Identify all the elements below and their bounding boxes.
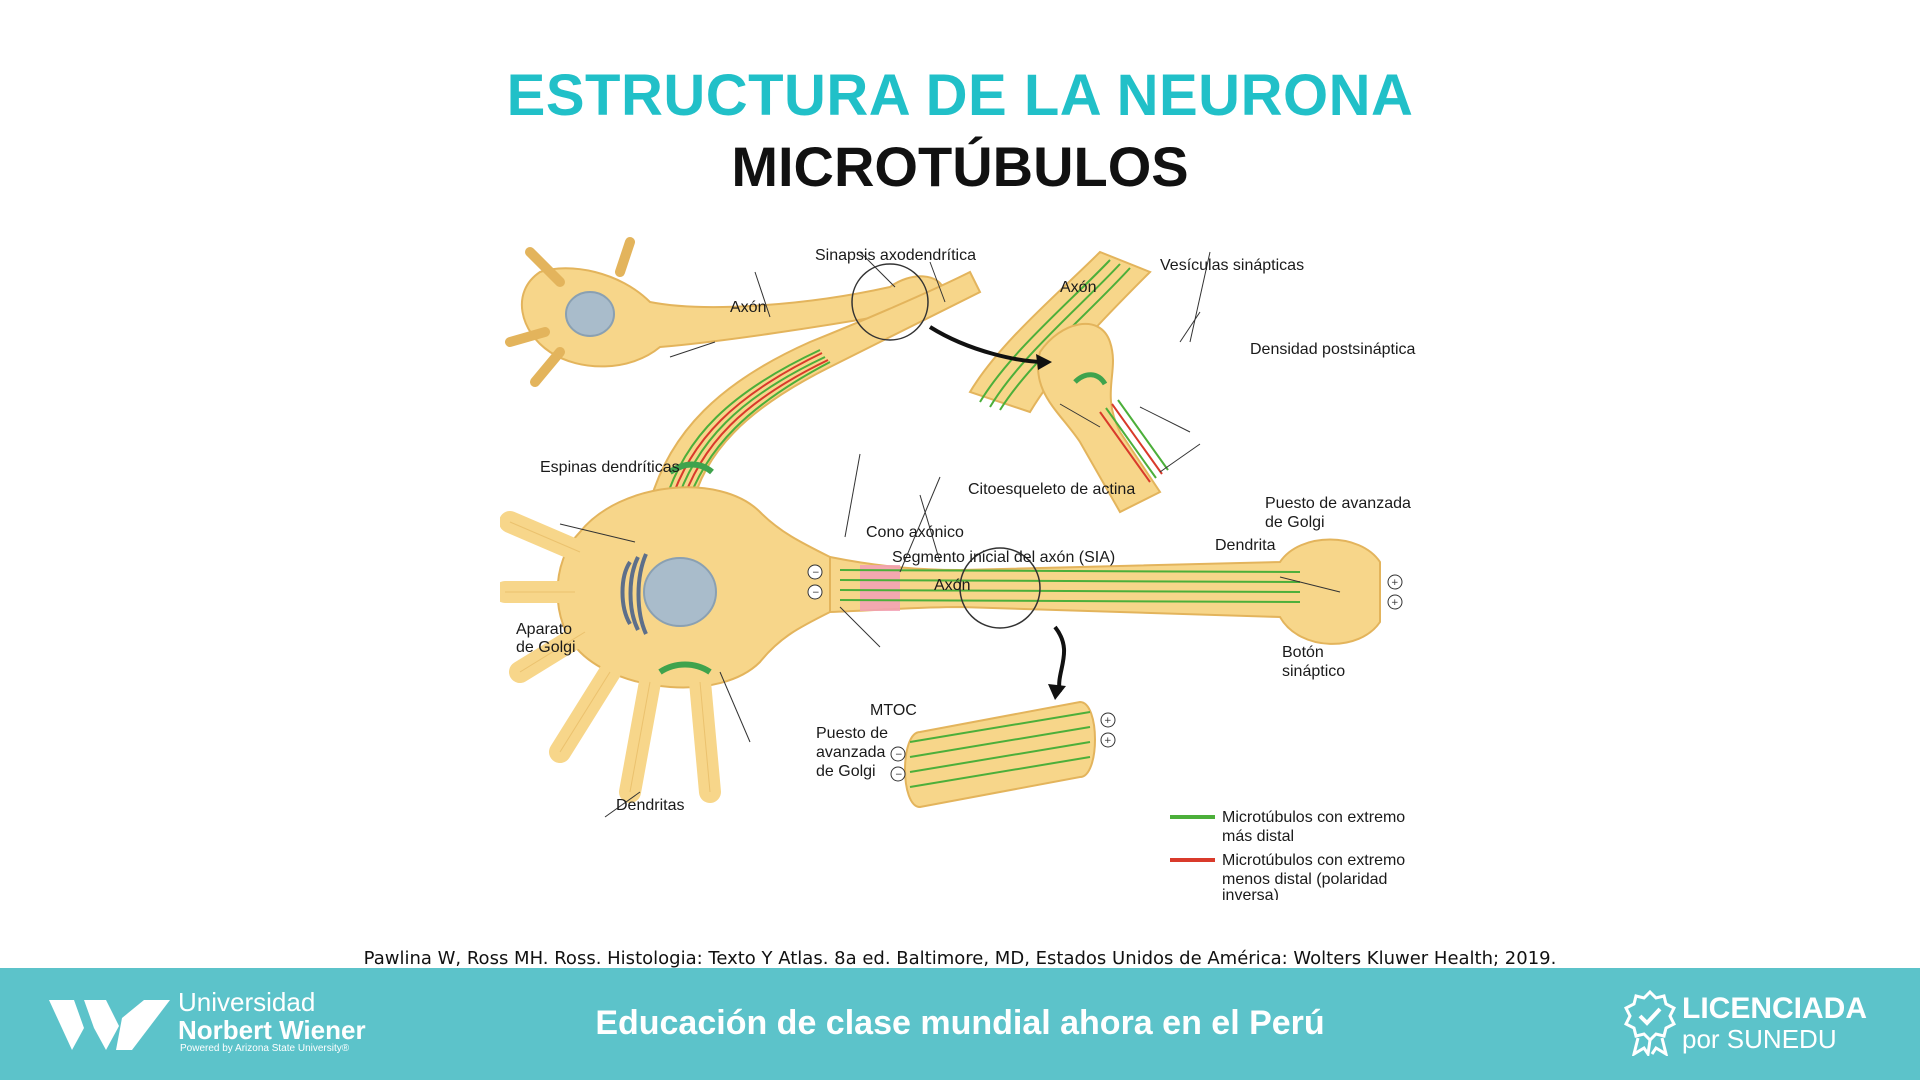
label-vesiculas: Vesículas sinápticas — [1160, 257, 1304, 274]
label-aparato-1: Aparato — [516, 621, 572, 638]
label-espinas: Espinas dendríticas — [540, 459, 680, 476]
citation: Pawlina W, Ross MH. Ross. Histologia: Te… — [363, 948, 1557, 969]
footer-slogan: Educación de clase mundial ahora en el P… — [595, 1004, 1325, 1042]
svg-text:−: − — [812, 568, 820, 578]
label-densidad: Densidad postsináptica — [1250, 341, 1416, 358]
slide-title: ESTRUCTURA DE LA NEURONA — [506, 63, 1414, 128]
label-segmento: Segmento inicial del axón (SIA) — [892, 549, 1115, 566]
label-puesto-1: Puesto de — [816, 725, 888, 742]
label-boton-1: Botón — [1282, 644, 1324, 661]
slide-subtitle: MICROTÚBULOS — [731, 135, 1189, 198]
synapse-inset — [851, 250, 1169, 514]
label-puesto-inset-1: Puesto de avanzada — [1265, 495, 1411, 512]
university-name: Universidad Norbert Wiener — [178, 988, 366, 1044]
svg-text:−: − — [812, 588, 820, 598]
footer-bar — [0, 968, 1920, 1080]
golgi-outpost — [658, 661, 712, 675]
legend: Microtúbulos con extremo más distal Micr… — [1170, 809, 1405, 900]
legend-item-2-line2: menos distal (polaridad — [1222, 871, 1387, 888]
svg-text:+: + — [1391, 578, 1399, 588]
university-logo-icon — [49, 1000, 170, 1050]
legend-item-2-line3: inversa) — [1222, 887, 1279, 900]
label-puesto-3: de Golgi — [816, 763, 876, 780]
licenciada-line2: por SUNEDU — [1682, 1024, 1837, 1054]
label-puesto-inset-2: de Golgi — [1265, 514, 1325, 531]
label-citoesqueleto: Citoesqueleto de actina — [968, 481, 1135, 498]
label-puesto-2: avanzada — [816, 744, 885, 761]
label-dendrita: Dendrita — [1215, 537, 1276, 554]
sunedu-seal-icon — [1624, 990, 1676, 1056]
legend-item-2-line1: Microtúbulos con extremo — [1222, 852, 1405, 869]
label-sinapsis: Sinapsis axodendrítica — [815, 247, 976, 264]
main-axon — [829, 538, 1381, 645]
label-aparato-2: de Golgi — [516, 639, 576, 656]
upper-neuron — [505, 237, 947, 387]
label-mtoc: MTOC — [870, 702, 917, 719]
footer-background — [0, 968, 1920, 1080]
polarity-markers: + + − − + + − − — [807, 564, 1403, 782]
label-axon-inset: Axón — [1060, 279, 1096, 296]
microtubule-cylinder-inset — [904, 625, 1096, 809]
neuron-microtubule-diagram: + + − − + + − − Sinapsis axodendrítica A… — [500, 237, 1416, 900]
label-boton-2: sináptico — [1282, 663, 1345, 680]
powered-by: Powered by Arizona State University® — [180, 1043, 350, 1054]
label-axon-main: Axón — [934, 577, 970, 594]
soma — [500, 461, 831, 803]
label-cono: Cono axónico — [866, 524, 964, 541]
svg-text:−: − — [895, 750, 903, 760]
svg-text:+: + — [1104, 716, 1112, 726]
legend-item-1-line2: más distal — [1222, 828, 1294, 845]
university-name-line2: Norbert Wiener — [178, 1015, 366, 1045]
legend-item-1-line1: Microtúbulos con extremo — [1222, 809, 1405, 826]
svg-text:+: + — [1391, 598, 1399, 608]
university-name-line1: Universidad — [178, 987, 316, 1017]
label-axon-top: Axón — [730, 299, 766, 316]
licenciada-badge: LICENCIADA por SUNEDU — [1682, 992, 1867, 1055]
label-dendritas: Dendritas — [616, 797, 684, 814]
licenciada-line1: LICENCIADA — [1682, 992, 1867, 1025]
svg-text:−: − — [895, 770, 903, 780]
svg-text:+: + — [1104, 736, 1112, 746]
